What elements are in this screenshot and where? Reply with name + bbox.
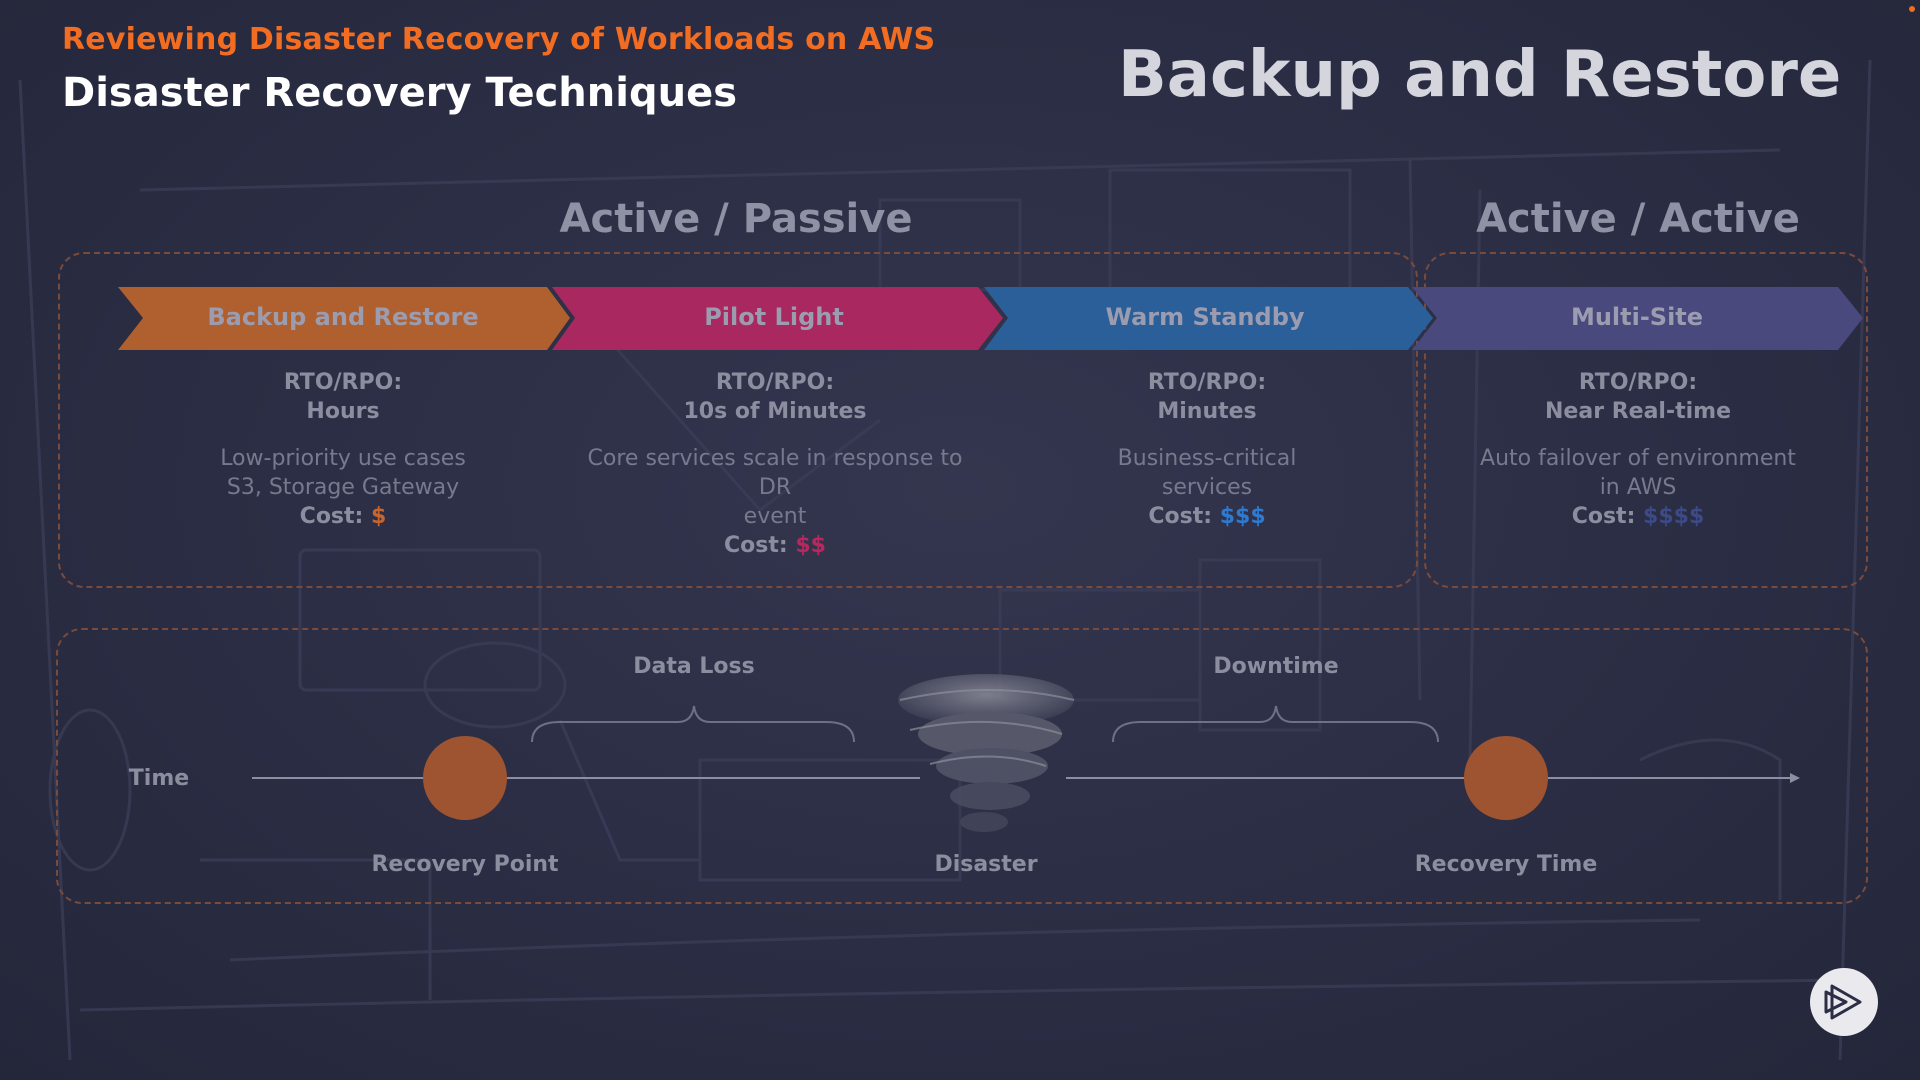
rto-rpo-label: RTO/RPO: [1147, 370, 1267, 395]
play-icon [1824, 984, 1862, 1020]
chevron-backup-and-restore [118, 287, 570, 350]
strategy-column-backup-and-restore: RTO/RPO: Hours Low-priority use cases S3… [143, 368, 543, 531]
arrow-head-icon [1790, 773, 1800, 783]
cost-label: Cost: [1148, 504, 1213, 529]
cost-value: $$$ [1219, 504, 1266, 529]
section-heading-active-active: Active / Active [1476, 196, 1800, 242]
description-line: S3, Storage Gateway [226, 475, 460, 500]
strategy-description: Business-critical services [1007, 444, 1407, 502]
rto-rpo-label: RTO/RPO: [283, 370, 403, 395]
chevron-label-multi-site: Multi-Site [1570, 303, 1704, 331]
downtime-label: Downtime [1213, 654, 1339, 679]
rto-rpo-label: RTO/RPO: [715, 370, 835, 395]
active-passive-box [58, 252, 1418, 588]
chevron-label-pilot-light: Pilot Light [704, 303, 844, 331]
strategy-column-warm-standby: RTO/RPO: Minutes Business-critical servi… [1007, 368, 1407, 531]
description-line: Business-critical [1117, 446, 1297, 471]
cost-value: $$$$ [1643, 504, 1705, 529]
chevron-multi-site [1412, 287, 1863, 350]
description-line: in AWS [1599, 475, 1677, 500]
cost-line: Cost: $ [143, 502, 543, 531]
active-active-box [1424, 252, 1868, 588]
recovery-point-label: Recovery Point [371, 852, 559, 877]
rto-rpo-value: Near Real-time [1545, 399, 1731, 424]
disaster-label: Disaster [934, 852, 1038, 877]
data-loss-brace-icon [531, 705, 855, 743]
strategy-description: Low-priority use cases S3, Storage Gatew… [143, 444, 543, 502]
description-line: Low-priority use cases [220, 446, 466, 471]
cost-label: Cost: [724, 533, 788, 558]
cost-value: $$ [795, 533, 826, 558]
section-heading-active-passive: Active / Passive [559, 196, 913, 242]
cost-line: Cost: $$ [575, 531, 975, 560]
strategy-description: Core services scale in response to DR ev… [575, 444, 975, 531]
cost-value: $ [371, 504, 387, 529]
description-line: Core services scale in response to DR [587, 446, 963, 500]
strategy-description: Auto failover of environment in AWS [1438, 444, 1838, 502]
time-label: Time [128, 766, 190, 791]
description-line: services [1161, 475, 1253, 500]
recovery-point-marker [423, 736, 507, 820]
strategy-column-multi-site: RTO/RPO: Near Real-time Auto failover of… [1438, 368, 1838, 531]
tornado-icon [898, 674, 1075, 832]
downtime-brace-icon [1112, 705, 1439, 743]
play-button[interactable] [1810, 968, 1878, 1036]
timeline-box [56, 628, 1868, 904]
description-line: Auto failover of environment [1480, 446, 1796, 471]
strategy-column-pilot-light: RTO/RPO: 10s of Minutes Core services sc… [575, 368, 975, 560]
rto-rpo-label: RTO/RPO: [1578, 370, 1698, 395]
description-line: event [743, 504, 807, 529]
cost-label: Cost: [299, 504, 364, 529]
cost-line: Cost: $$$$ [1438, 502, 1838, 531]
chevron-label-backup-and-restore: Backup and Restore [207, 303, 479, 331]
rto-rpo-value: 10s of Minutes [683, 399, 867, 424]
cost-label: Cost: [1571, 504, 1636, 529]
module-title: Disaster Recovery Techniques [62, 70, 737, 116]
cost-line: Cost: $$$ [1007, 502, 1407, 531]
data-loss-label: Data Loss [633, 654, 755, 679]
chevron-pilot-light [552, 287, 1003, 350]
chevron-label-warm-standby: Warm Standby [1105, 303, 1305, 331]
corner-indicator [1909, 6, 1915, 12]
chevron-warm-standby [984, 287, 1433, 350]
recovery-time-marker [1464, 736, 1548, 820]
course-title: Reviewing Disaster Recovery of Workloads… [62, 22, 936, 57]
slide-title: Backup and Restore [1118, 38, 1842, 112]
recovery-time-label: Recovery Time [1414, 852, 1598, 877]
rto-rpo-value: Minutes [1157, 399, 1257, 424]
rto-rpo-value: Hours [306, 399, 380, 424]
